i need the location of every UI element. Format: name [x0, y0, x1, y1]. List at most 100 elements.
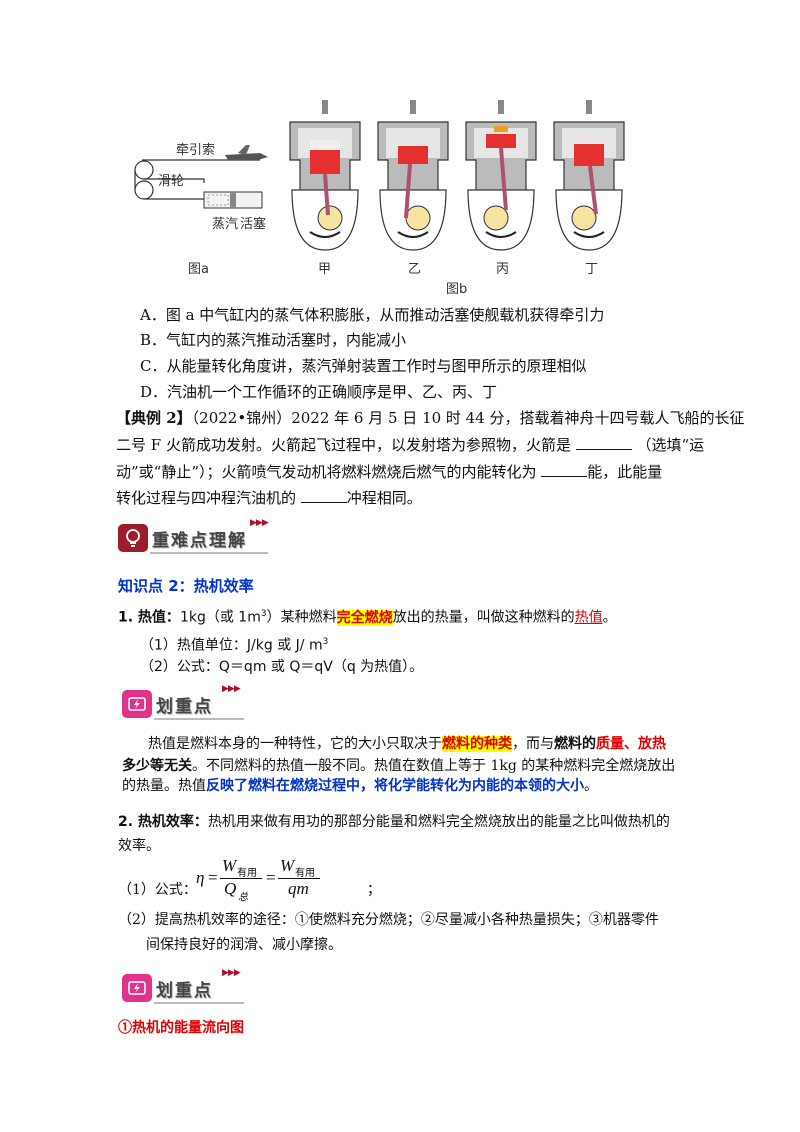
- engine-jia: [289, 100, 361, 251]
- label-bing: 丙: [496, 262, 510, 277]
- caption-figure-b: 图b: [446, 282, 468, 297]
- engine-bing: [465, 100, 537, 251]
- key1-line1: 热值是燃料本身的一种特性，它的大小只取决于燃料的种类，而与燃料的质量、放热: [148, 734, 666, 754]
- key-badge-2-text: 划重点: [156, 980, 213, 1001]
- caption-figure-a: 图a: [188, 262, 209, 277]
- equals-sign-2: =: [266, 868, 276, 887]
- label-pulley: 滑轮: [158, 174, 185, 189]
- heat-value-unit-sup: 3: [322, 637, 329, 647]
- w-numerator-1: W: [222, 856, 237, 875]
- efficiency-improve-2: 间保持良好的润滑、减小摩擦。: [146, 937, 342, 953]
- heat-value-text-b: ）某种燃料: [266, 609, 337, 626]
- label-piston: 活塞: [240, 217, 267, 232]
- heat-value-label: 1. 热值：: [118, 609, 180, 626]
- q-sub: 总: [238, 892, 248, 903]
- heat-value-def: 1. 热值：1kg（或 1m3）某种燃料完全燃烧放出的热量，叫做这种燃料的热值。: [118, 604, 617, 628]
- efficiency-formula: η = W 有用 Q 总 = W 有用 qm: [196, 856, 356, 903]
- efficiency-l1: 热机用来做有用功的那部分能量和燃料完全燃烧放出的能量之比叫做热机的: [207, 814, 670, 830]
- engine-ding: [553, 100, 625, 251]
- blank-energy-form[interactable]: [541, 462, 588, 477]
- knowledge-title: 知识点 2：热机效率: [118, 577, 254, 595]
- efficiency-def-2: 效率。: [118, 838, 160, 854]
- example2-line3: 动”或“静止”）；火箭喷气发动机将燃料燃烧后燃气的内能转化为 能，此能量: [116, 462, 662, 482]
- badge-arrows-icon: ▶▶▶: [222, 968, 241, 978]
- heat-value-unit-text: （1）热值单位：J/kg 或 J/ m: [140, 637, 323, 654]
- example2-line4: 转化过程与四冲程汽油机的 冲程相同。: [116, 488, 422, 508]
- equals-sign-1: =: [208, 868, 218, 887]
- key-badge-2: 划重点: [122, 974, 213, 1002]
- key1-l3-c: 。: [584, 778, 598, 794]
- label-steam: 蒸汽: [212, 217, 239, 232]
- example2-line4-b: 冲程相同。: [346, 489, 422, 507]
- key1-highlight: 燃料的种类: [442, 736, 512, 752]
- example2-line4-a: 转化过程与四冲程汽油机的: [116, 489, 297, 507]
- key1-l1-c: 燃料的: [554, 736, 596, 752]
- figure-a-diagram: [134, 145, 268, 209]
- blank-stroke[interactable]: [300, 488, 347, 503]
- key1-l1-b: ，而与: [512, 736, 554, 752]
- fraction-bar-2: [278, 878, 320, 879]
- key-badge-1: 划重点: [122, 690, 213, 718]
- eta-symbol: η: [196, 868, 205, 887]
- heat-value-term: 热值: [574, 609, 603, 626]
- key1-line2: 多少等无关。不同燃料的热值一般不同。热值在数值上等于 1kg 的某种燃料完全燃烧…: [122, 756, 675, 776]
- example2-line2-b: （选填“运: [636, 436, 705, 454]
- badge-arrows-icon: ▶▶▶: [250, 518, 269, 528]
- heat-value-highlight: 完全燃烧: [336, 609, 393, 626]
- key-badge-1-text: 划重点: [156, 696, 213, 717]
- key1-l3-a: 的热量。热值: [122, 778, 206, 794]
- figure-area: 牵引索 滑轮 蒸汽 活塞 图a: [130, 95, 670, 300]
- example2-line1-text: （2022•锦州）2022 年 6 月 5 日 10 时 44 分，搭载着神舟十…: [191, 409, 745, 427]
- example2-tag: 【典例 2】: [116, 409, 192, 427]
- label-ding: 丁: [585, 262, 599, 277]
- heat-value-text-d: 。: [602, 609, 617, 626]
- fraction-bar-1: [220, 878, 262, 879]
- label-yi: 乙: [408, 262, 422, 277]
- example2-line2: 二号 F 火箭成功发射。火箭起飞过程中，以发射塔为参照物，火箭是 （选填“运: [116, 435, 704, 455]
- section-badge-text: 重难点理解: [152, 530, 247, 551]
- blank-motion-state[interactable]: [575, 435, 632, 450]
- example2-line2-a: 二号 F 火箭成功发射。火箭起飞过程中，以发射塔为参照物，火箭是: [116, 436, 571, 454]
- w-sub-2: 有用: [295, 868, 315, 879]
- w-sub-1: 有用: [237, 868, 257, 879]
- badge-underline: [154, 718, 244, 720]
- heat-value-sup: 3: [260, 609, 267, 619]
- section-badge-key-difficulty: 重难点理解: [118, 524, 278, 552]
- w-numerator-2: W: [280, 856, 295, 875]
- badge-underline: [154, 1002, 244, 1004]
- option-a: A．图 a 中气缸内的蒸气体积膨胀，从而推动活塞使舰载机获得牵引力: [140, 306, 605, 324]
- option-c: C．从能量转化角度讲，蒸汽弹射装置工作时与图甲所示的原理相似: [140, 357, 587, 375]
- lightning-icon: [122, 974, 152, 1002]
- badge-arrows-icon: ▶▶▶: [222, 684, 241, 694]
- example2-line1: 【典例 2】（2022•锦州）2022 年 6 月 5 日 10 时 44 分，…: [116, 408, 745, 428]
- efficiency-def: 2. 热机效率：热机用来做有用功的那部分能量和燃料完全燃烧放出的能量之比叫做热机…: [118, 812, 670, 832]
- key1-l1-a: 热值是燃料本身的一种特性，它的大小只取决于: [148, 736, 442, 752]
- badge-underline: [150, 552, 268, 554]
- q-denominator: Q: [224, 879, 237, 898]
- energy-flow-title: ①热机的能量流向图: [118, 1020, 244, 1036]
- lightbulb-icon: [118, 524, 148, 552]
- key1-l3-b: 反映了燃料在燃烧过程中，将化学能转化为内能的本领的大小: [206, 778, 584, 794]
- engine-yi: [377, 100, 449, 251]
- formula-semicolon: ；: [366, 882, 381, 898]
- label-traction-rope: 牵引索: [176, 143, 216, 158]
- heat-value-text-a: 1kg（或 1m: [179, 609, 261, 626]
- heat-value-formula: （2）公式：Q＝qm 或 Q＝qV（q 为热值）。: [140, 659, 424, 675]
- example2-line3-b: 能，此能量: [587, 463, 663, 481]
- heat-value-unit: （1）热值单位：J/kg 或 J/ m3: [140, 632, 328, 656]
- key1-l2-b: 。不同燃料的热值一般不同。热值在数值上等于 1kg 的某种燃料完全燃烧放出: [192, 758, 676, 774]
- lightning-icon: [122, 690, 152, 718]
- key1-l2-a: 多少等无关: [122, 758, 192, 774]
- heat-value-text-c: 放出的热量，叫做这种燃料的: [392, 609, 575, 626]
- qm-denominator: qm: [288, 879, 309, 898]
- option-d: D．汽油机一个工作循环的正确顺序是甲、乙、丙、丁: [140, 383, 498, 401]
- key1-line3: 的热量。热值反映了燃料在燃烧过程中，将化学能转化为内能的本领的大小。: [122, 776, 598, 796]
- efficiency-formula-label: （1）公式： ；: [118, 880, 381, 900]
- efficiency-improve-1: （2）提高热机效率的途径：①使燃料充分燃烧；②尽量减小各种热量损失；③机器零件: [118, 912, 659, 928]
- label-jia: 甲: [318, 262, 332, 277]
- option-b: B．气缸内的蒸汽推动活塞时，内能减小: [140, 331, 407, 349]
- example2-line3-a: 动”或“静止”）；火箭喷气发动机将燃料燃烧后燃气的内能转化为: [116, 463, 537, 481]
- efficiency-label: 2. 热机效率：: [118, 814, 208, 830]
- formula-label-text: （1）公式：: [118, 882, 197, 898]
- key1-l1-d: 质量、放热: [596, 736, 666, 752]
